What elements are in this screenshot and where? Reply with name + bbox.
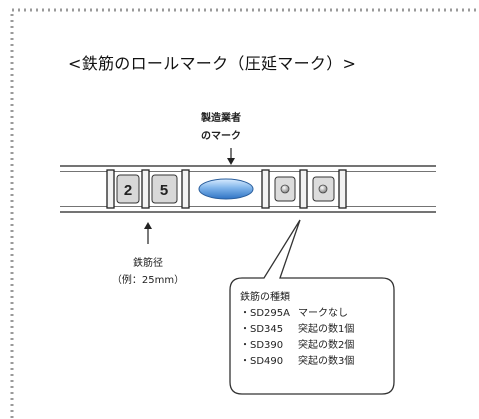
maker-mark-label: 製造業者 のマーク xyxy=(201,113,241,142)
rebar xyxy=(60,165,436,213)
callout-row: ・SD295A マークなし xyxy=(240,308,348,319)
maker-arrow xyxy=(227,148,235,165)
diameter-arrow xyxy=(144,222,152,244)
callout-row: ・SD390 突起の数2個 xyxy=(240,340,355,351)
bar-digit: 2 xyxy=(124,182,132,199)
maker-mark-oval xyxy=(198,178,254,200)
diagram-title: <鉄筋のロールマーク（圧延マーク）> xyxy=(68,54,357,73)
callout-heading: 鉄筋の種類 xyxy=(240,292,290,303)
dotted-frame xyxy=(10,8,478,418)
callout-bubble xyxy=(229,219,395,395)
callout-text: 鉄筋の種類 ・SD295A マークなし ・SD345 突起の数1個 ・SD390… xyxy=(240,290,354,370)
callout-row: ・SD345 突起の数1個 xyxy=(240,324,355,335)
callout-row: ・SD490 突起の数3個 xyxy=(240,356,355,367)
diameter-label: 鉄筋径 （例：25mm） xyxy=(111,258,185,286)
protrusion-dot xyxy=(280,184,290,194)
protrusion-dot xyxy=(318,184,328,194)
bar-digit: 5 xyxy=(160,182,168,199)
